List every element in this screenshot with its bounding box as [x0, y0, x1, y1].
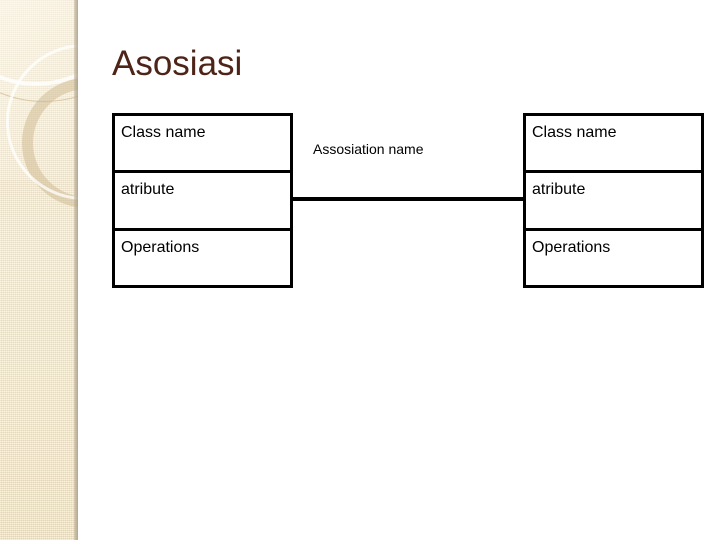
- uml-class-right-attributes: atribute: [526, 173, 701, 231]
- decorative-sidebar: [0, 0, 78, 540]
- page-title: Asosiasi: [112, 44, 243, 83]
- sidebar-edge-divider: [74, 0, 78, 540]
- uml-class-right-operations: Operations: [532, 239, 611, 256]
- uml-class-left-operations: Operations: [121, 239, 200, 256]
- association-connector-line: [291, 197, 525, 201]
- uml-class-right-name: Class name: [526, 116, 701, 173]
- uml-class-left-attributes: atribute: [115, 173, 290, 231]
- association-name-label: Assosiation name: [313, 141, 424, 157]
- uml-class-left-name: Class name: [115, 116, 290, 173]
- uml-class-left[interactable]: Class name atribute Operations: [112, 113, 293, 288]
- uml-class-right[interactable]: Class name atribute Operations: [523, 113, 704, 288]
